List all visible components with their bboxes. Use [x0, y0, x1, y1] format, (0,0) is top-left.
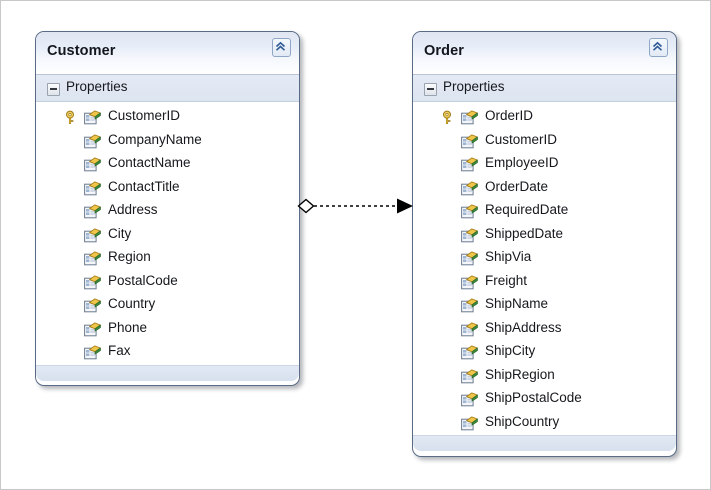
chevron-double-up-icon[interactable] — [649, 38, 668, 57]
property-icon — [461, 415, 478, 431]
entity-card-footer — [413, 435, 676, 451]
property-row[interactable]: CompanyName — [36, 130, 299, 154]
property-row[interactable]: CustomerID — [36, 106, 299, 130]
property-label: Region — [108, 249, 151, 264]
property-row[interactable]: ContactTitle — [36, 177, 299, 201]
property-label: ShippedDate — [485, 225, 564, 241]
property-label: ShipName — [485, 296, 549, 311]
property-row[interactable]: City — [36, 224, 299, 248]
property-row[interactable]: ShippedDate — [413, 224, 676, 248]
property-label: OrderDate — [485, 178, 549, 194]
property-label: EmployeeID — [485, 155, 559, 170]
key-icon — [442, 110, 456, 125]
property-label: ContactTitle — [108, 178, 180, 194]
minus-box-icon[interactable] — [47, 83, 60, 96]
property-row[interactable]: ShipPostalCode — [413, 388, 676, 412]
property-label: ShipCity — [485, 343, 536, 358]
property-row[interactable]: ContactName — [36, 153, 299, 177]
property-row[interactable]: Phone — [36, 318, 299, 342]
property-icon — [84, 157, 101, 172]
filled-arrowhead-marker — [397, 198, 413, 214]
property-icon — [84, 345, 101, 360]
property-label: ShipAddress — [485, 319, 562, 335]
property-icon — [461, 321, 478, 337]
property-label: Address — [108, 202, 158, 217]
property-icon — [461, 251, 478, 266]
entity-header: Order — [413, 32, 676, 75]
property-label: ShipCountry — [485, 413, 560, 429]
property-row[interactable]: ShipRegion — [413, 365, 676, 389]
property-label: OrderID — [485, 108, 534, 123]
property-row[interactable]: Region — [36, 247, 299, 271]
property-icon — [461, 180, 478, 196]
property-label: CompanyName — [108, 131, 202, 147]
entity-title: Order — [424, 43, 464, 59]
entity-title: Customer — [47, 43, 116, 59]
property-row[interactable]: Address — [36, 200, 299, 224]
property-label: CustomerID — [485, 131, 558, 147]
property-icon — [84, 227, 101, 243]
property-icon — [84, 180, 101, 196]
property-label: RequiredDate — [485, 202, 569, 217]
property-row[interactable]: ShipVia — [413, 247, 676, 271]
hollow-diamond-marker — [297, 198, 315, 214]
property-icon — [84, 321, 101, 337]
properties-section-label: Properties — [443, 79, 505, 94]
properties-section-header[interactable]: Properties — [413, 75, 676, 102]
property-icon — [461, 274, 478, 290]
property-label: PostalCode — [108, 272, 178, 288]
entity-header: Customer — [36, 32, 299, 75]
property-row[interactable]: Fax — [36, 341, 299, 365]
property-row[interactable]: ShipCity — [413, 341, 676, 365]
property-icon — [461, 110, 478, 125]
property-icon — [461, 345, 478, 360]
property-icon — [84, 274, 101, 290]
property-label: Country — [108, 296, 156, 311]
association-connector[interactable] — [297, 194, 417, 218]
property-icon — [461, 298, 478, 313]
key-icon — [65, 110, 79, 125]
property-row[interactable]: Country — [36, 294, 299, 318]
property-row[interactable]: RequiredDate — [413, 200, 676, 224]
property-icon — [461, 133, 478, 149]
entity-card-footer — [36, 364, 299, 381]
property-icon — [84, 298, 101, 313]
property-icon — [461, 392, 478, 407]
property-icon — [84, 204, 101, 219]
property-label: Fax — [108, 343, 131, 358]
property-icon — [461, 368, 478, 384]
property-row[interactable]: OrderDate — [413, 177, 676, 201]
property-label: ShipRegion — [485, 366, 555, 382]
property-row[interactable]: Freight — [413, 271, 676, 295]
property-icon — [461, 204, 478, 219]
property-label: ContactName — [108, 155, 191, 170]
property-label: ShipPostalCode — [485, 390, 582, 405]
property-row[interactable]: ShipName — [413, 294, 676, 318]
property-row[interactable]: OrderID — [413, 106, 676, 130]
property-icon — [84, 251, 101, 266]
property-icon — [84, 110, 101, 125]
property-icon — [84, 133, 101, 149]
property-row[interactable]: EmployeeID — [413, 153, 676, 177]
property-icon — [461, 227, 478, 243]
property-row[interactable]: PostalCode — [36, 271, 299, 295]
property-label: CustomerID — [108, 108, 181, 123]
property-label: Phone — [108, 319, 148, 335]
property-row[interactable]: ShipCountry — [413, 412, 676, 436]
properties-section-label: Properties — [66, 79, 128, 94]
property-row[interactable]: ShipAddress — [413, 318, 676, 342]
entity-card-order[interactable]: Order Properties OrderID CustomerID Employ… — [412, 31, 677, 457]
property-label: City — [108, 225, 132, 241]
entity-card-customer[interactable]: Customer Properties CustomerID CompanyNam… — [35, 31, 300, 386]
property-label: ShipVia — [485, 249, 532, 264]
properties-section-header[interactable]: Properties — [36, 75, 299, 102]
minus-box-icon[interactable] — [424, 83, 437, 96]
property-label: Freight — [485, 272, 528, 288]
property-icon — [461, 157, 478, 172]
property-row[interactable]: CustomerID — [413, 130, 676, 154]
chevron-double-up-icon[interactable] — [272, 38, 291, 57]
